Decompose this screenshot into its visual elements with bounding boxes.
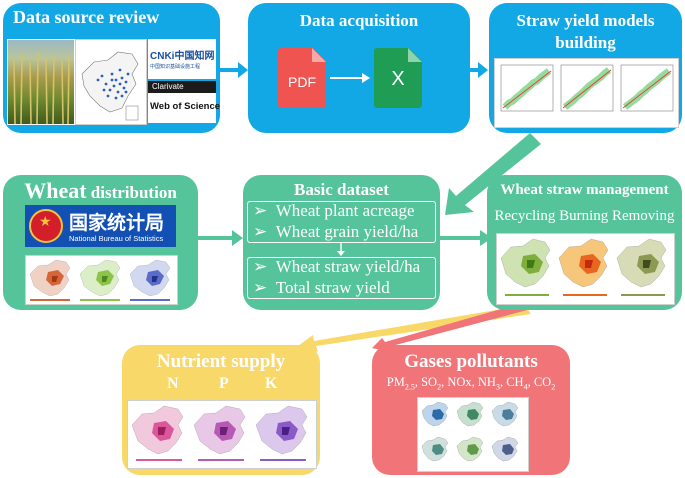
nbs-english-name: National Bureau of Statistics bbox=[69, 234, 164, 243]
distribution-maps-panel bbox=[25, 255, 178, 305]
wheat-distribution-box: Wheat distribution ★ 国家统计局 National Bure… bbox=[3, 175, 198, 310]
acreage-map bbox=[29, 259, 71, 297]
data-source-review-box: Data source review CNKi中国知网 中国知识基础 bbox=[3, 3, 220, 133]
wheat-distribution-title-big: Wheat bbox=[24, 178, 87, 203]
convert-arrow bbox=[330, 73, 370, 83]
bullet-icon: ➢ bbox=[253, 278, 268, 297]
wheat-distribution-title-rest: distribution bbox=[86, 183, 177, 202]
gases-pollutants-title: Gases pollutants bbox=[404, 351, 538, 372]
item-plant-acreage: ➢ Wheat plant acreage bbox=[253, 201, 415, 221]
nbs-emblem-star: ★ bbox=[39, 215, 52, 230]
nitrogen-map bbox=[131, 405, 184, 455]
excel-icon-label: X bbox=[391, 68, 405, 90]
item-plant-acreage-label: Wheat plant acreage bbox=[275, 201, 415, 220]
basic-dataset-top-group bbox=[247, 201, 436, 243]
pollutant-maps-panel bbox=[417, 397, 529, 472]
data-acquisition-title: Data acquisition bbox=[299, 11, 419, 30]
cnki-logo-subtext: 中国知识基础设施工程 bbox=[150, 64, 201, 70]
wheat-distribution-title: Wheat distribution bbox=[3, 178, 198, 204]
regression-plot-2 bbox=[560, 64, 614, 112]
item-total-straw: ➢ Total straw yield bbox=[253, 278, 390, 298]
basic-dataset-bottom-group bbox=[247, 257, 436, 299]
arrow-models-to-basic bbox=[445, 133, 541, 215]
study-sites-map bbox=[75, 39, 147, 125]
recycling-map bbox=[500, 238, 551, 288]
nbs-chinese-name: 国家统计局 bbox=[69, 212, 165, 234]
nutrient-maps-panel bbox=[127, 400, 317, 469]
models-title-line1: Straw yield models bbox=[516, 11, 655, 30]
burning-map bbox=[558, 238, 609, 288]
arrow-source-to-acquisition bbox=[220, 62, 248, 78]
down-arrow-icon bbox=[337, 243, 345, 256]
nutrient-n-label: N bbox=[167, 375, 179, 392]
arrow-basic-to-management bbox=[440, 230, 492, 246]
straw-yield-models-box: Straw yield models building bbox=[489, 3, 682, 133]
bullet-icon: ➢ bbox=[253, 222, 268, 241]
cnki-logo: CNKi中国知网 中国知识基础设施工程 bbox=[148, 39, 216, 79]
arrow-management-to-nutrient bbox=[298, 305, 531, 352]
cnki-logo-text: CNKi中国知网 bbox=[150, 51, 215, 62]
pollutant-list: PM2.5, SO2, NOx, NH3, CH4, CO2 bbox=[386, 375, 556, 392]
straw-management-title: Wheat straw management bbox=[500, 182, 669, 198]
pdf-icon-label: PDF bbox=[288, 74, 316, 90]
regression-plots-panel bbox=[494, 58, 679, 128]
basic-dataset-box: Basic dataset ➢ Wheat plant acreage ➢ Wh… bbox=[243, 175, 440, 310]
basic-dataset-title: Basic dataset bbox=[294, 180, 389, 199]
item-straw-yield: ➢ Wheat straw yield/ha bbox=[253, 257, 420, 277]
potassium-map bbox=[255, 405, 308, 455]
nutrient-supply-title: Nutrient supply bbox=[156, 351, 286, 372]
arrow-distribution-to-basic bbox=[198, 230, 243, 246]
arrow-management-to-gases bbox=[372, 303, 531, 352]
nbs-emblem-icon: ★ bbox=[29, 209, 63, 243]
straw-management-box: Wheat straw management Recycling Burning… bbox=[487, 175, 682, 310]
bullet-icon: ➢ bbox=[253, 257, 268, 276]
nutrient-p-label: P bbox=[219, 375, 229, 392]
pollutant-map-grid bbox=[421, 401, 519, 462]
nbs-logo: ★ 国家统计局 National Bureau of Statistics bbox=[25, 205, 176, 247]
production-map bbox=[129, 259, 171, 297]
item-straw-yield-label: Wheat straw yield/ha bbox=[275, 257, 421, 276]
clarivate-wos-logo: Clarivate Web of Science bbox=[148, 81, 220, 123]
item-grain-yield: ➢ Wheat grain yield/ha bbox=[253, 222, 418, 242]
grain-yield-map bbox=[79, 259, 121, 297]
clarivate-bar bbox=[148, 81, 216, 93]
removing-map bbox=[616, 238, 667, 288]
regression-plot-3 bbox=[620, 64, 674, 112]
item-grain-yield-label: Wheat grain yield/ha bbox=[275, 222, 419, 241]
gases-pollutants-box: Gases pollutants PM2.5, SO2, NOx, NH3, C… bbox=[372, 345, 570, 475]
item-total-straw-label: Total straw yield bbox=[275, 278, 390, 297]
web-of-science-label: Web of Science bbox=[150, 101, 221, 112]
data-acquisition-box: Data acquisition PDF X bbox=[248, 3, 470, 133]
clarivate-label: Clarivate bbox=[152, 82, 184, 91]
wheat-field-photo bbox=[7, 39, 75, 125]
data-source-review-title: Data source review bbox=[13, 7, 160, 27]
nutrient-supply-box: Nutrient supply N P K bbox=[122, 345, 320, 475]
models-title-line2: building bbox=[555, 33, 616, 52]
regression-plot-1 bbox=[500, 64, 554, 112]
nutrient-k-label: K bbox=[265, 375, 278, 392]
phosphorus-map bbox=[193, 405, 246, 455]
straw-management-subtitle: Recycling Burning Removing bbox=[494, 208, 675, 224]
bullet-icon: ➢ bbox=[253, 201, 268, 220]
arrow-acquisition-to-models bbox=[470, 62, 488, 78]
management-maps-panel bbox=[496, 233, 675, 305]
